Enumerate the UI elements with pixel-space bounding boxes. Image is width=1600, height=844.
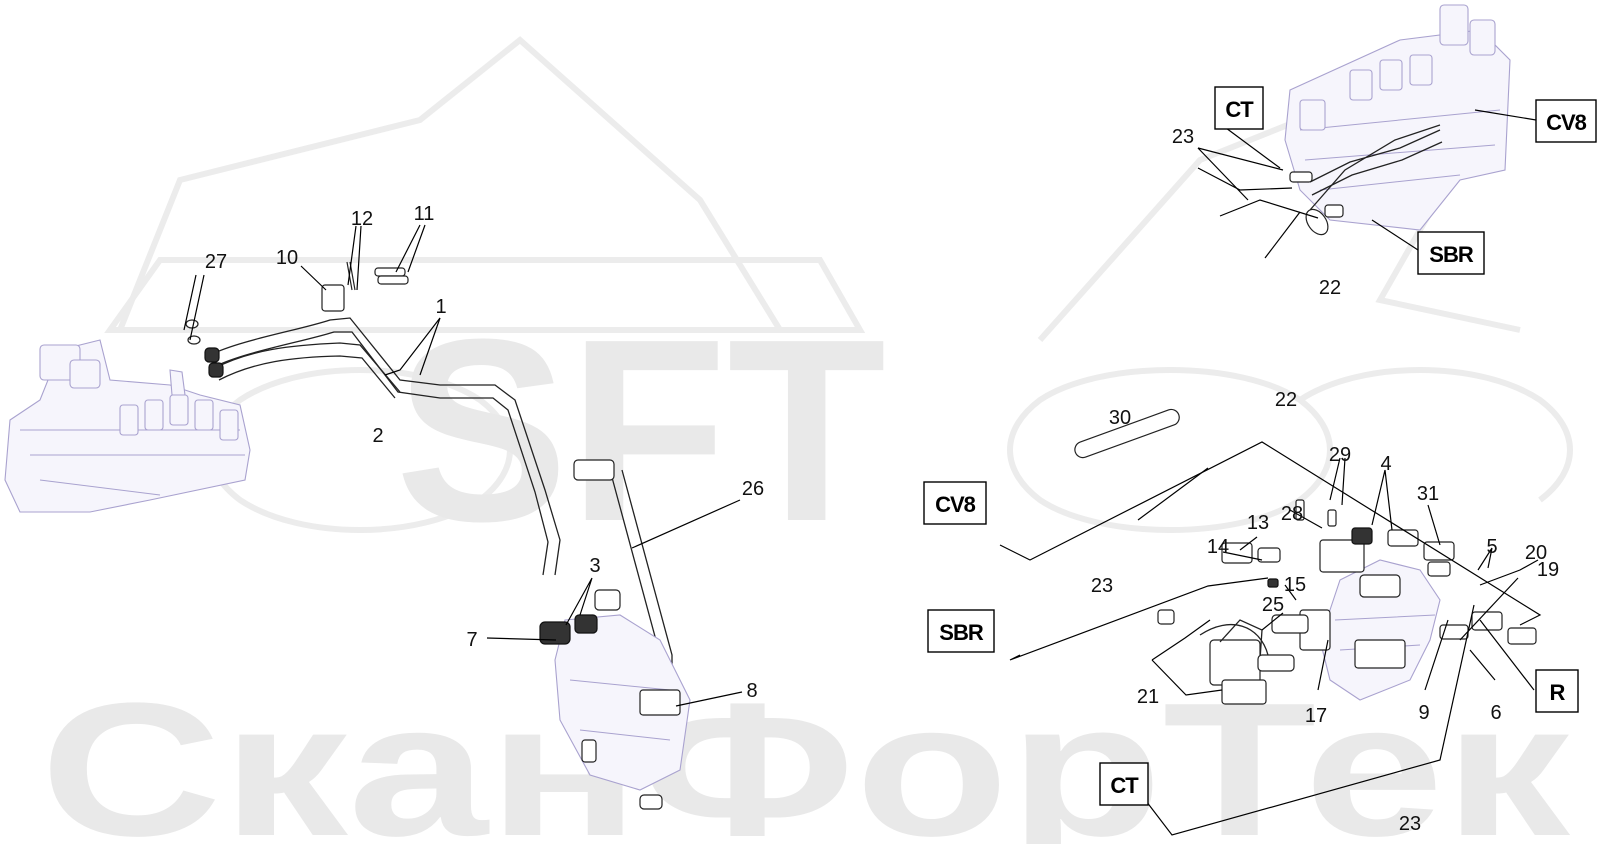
callout-6: 6 xyxy=(1490,702,1501,724)
left-valve-block xyxy=(4,339,251,513)
callout-20: 20 xyxy=(1525,542,1547,564)
callout-12: 12 xyxy=(351,208,373,230)
callout-29: 29 xyxy=(1329,444,1351,466)
callout-11: 11 xyxy=(414,203,435,225)
watermark-logo: SFT xyxy=(395,286,886,576)
callout-22: 22 xyxy=(1275,389,1297,411)
pipe-assembly-1-2 xyxy=(185,261,561,576)
watermark-company-name: СканФорТек xyxy=(40,664,1571,844)
callout-7: 7 xyxy=(466,629,477,651)
callout-22-top: 22 xyxy=(1319,277,1341,299)
callout-25: 25 xyxy=(1262,594,1284,616)
callout-2: 2 xyxy=(372,425,383,447)
callout-4: 4 xyxy=(1380,453,1391,475)
reference-box-sbr-top: SBR xyxy=(1417,231,1485,275)
callout-17: 17 xyxy=(1305,705,1327,727)
reference-box-cv8-top: CV8 xyxy=(1535,99,1597,143)
reference-label-ct: CT xyxy=(1225,97,1254,122)
callout-19: 19 xyxy=(1537,559,1559,581)
watermark: SFT СканФорТек xyxy=(40,36,1573,844)
pump-left-assembly xyxy=(539,459,691,810)
reference-label-cv8: CV8 xyxy=(1546,110,1587,135)
callout-23-bottom: 23 xyxy=(1399,813,1421,835)
callout-13: 13 xyxy=(1247,512,1269,534)
callout-31: 31 xyxy=(1417,483,1439,505)
callout-28: 28 xyxy=(1281,503,1303,525)
callout-21: 21 xyxy=(1137,686,1159,708)
callout-27: 27 xyxy=(205,251,227,273)
reference-label-sbr: SBR xyxy=(1429,242,1474,267)
callout-14: 14 xyxy=(1207,536,1229,558)
leader-lines xyxy=(183,109,1542,836)
upper-right-pipes xyxy=(1289,124,1443,236)
callout-15: 15 xyxy=(1284,574,1306,596)
reference-box-ct-top: CT xyxy=(1214,86,1264,130)
callout-26: 26 xyxy=(742,478,764,500)
hydraulic-pump-assembly xyxy=(1209,559,1441,701)
callout-30: 30 xyxy=(1109,407,1131,429)
callout-8: 8 xyxy=(746,680,757,702)
reference-box-r: R xyxy=(1535,669,1579,713)
callout-numbers: 1 2 3 4 5 6 7 8 9 10 11 12 13 14 15 17 1… xyxy=(205,126,1559,835)
reference-box-sbr-left: SBR xyxy=(927,609,995,653)
upper-right-valve-block xyxy=(1284,4,1511,231)
callout-3: 3 xyxy=(589,555,600,577)
callout-10: 10 xyxy=(276,247,298,269)
right-fittings xyxy=(1074,408,1537,705)
reference-label-cv8: CV8 xyxy=(935,492,976,517)
callout-23-top: 23 xyxy=(1172,126,1194,148)
reference-label-ct: CT xyxy=(1110,773,1139,798)
reference-box-cv8-left: CV8 xyxy=(923,481,987,525)
reference-label-sbr: SBR xyxy=(939,620,984,645)
reference-box-ct-bottom: CT xyxy=(1099,762,1149,806)
reference-label-r: R xyxy=(1550,680,1566,705)
callout-5: 5 xyxy=(1486,536,1497,558)
callout-23: 23 xyxy=(1091,575,1113,597)
callout-9: 9 xyxy=(1418,702,1429,724)
callout-1: 1 xyxy=(435,296,446,318)
